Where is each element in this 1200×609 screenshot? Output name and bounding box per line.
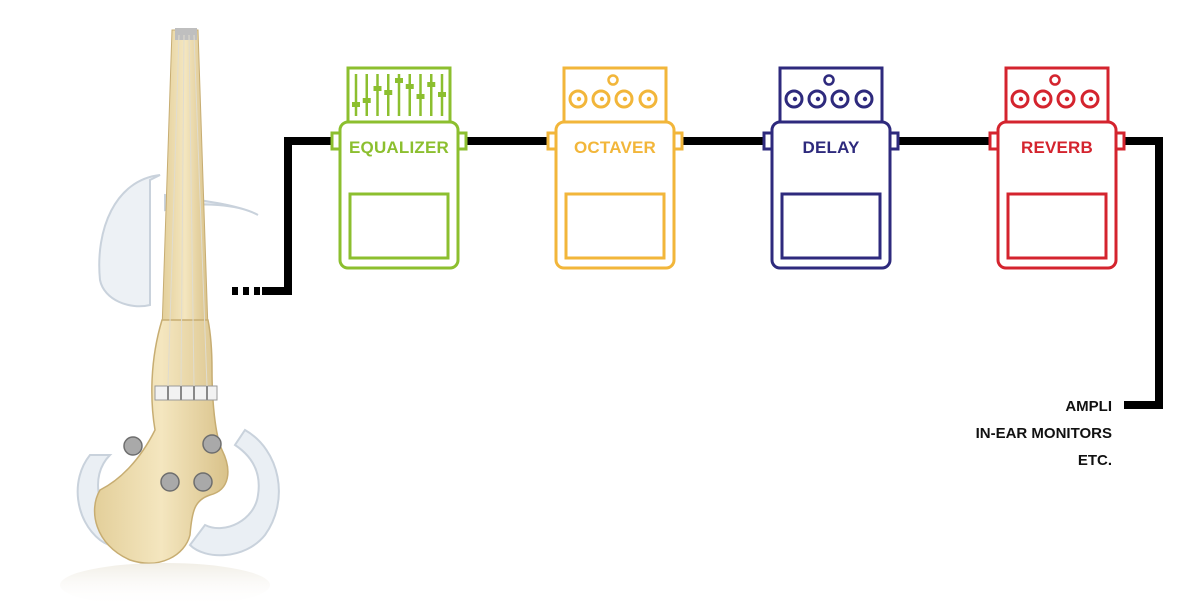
pedal-equalizer[interactable]: EQUALIZER xyxy=(330,66,468,270)
tuning-pegs xyxy=(123,434,222,492)
eq-slider-knob xyxy=(427,82,436,87)
pedal-reverb[interactable]: REVERB xyxy=(988,66,1126,270)
pedal-footswitch xyxy=(348,192,450,260)
output-label-in-ear-monitors: IN-EAR MONITORS xyxy=(976,425,1112,442)
output-label-ampli: AMPLI xyxy=(1065,398,1112,415)
output-label-etc: ETC. xyxy=(1078,452,1112,469)
pedal-label-reverb: REVERB xyxy=(1021,138,1093,157)
violin-neck xyxy=(161,29,209,331)
knob-icon xyxy=(614,89,634,109)
pedal-label-equalizer: EQUALIZER xyxy=(349,138,449,157)
led-icon xyxy=(607,74,619,86)
pedal-label-delay: DELAY xyxy=(802,138,860,157)
output-labels: AMPLI IN-EAR MONITORS ETC. xyxy=(976,398,1112,469)
knob-icon xyxy=(784,89,804,109)
led-icon xyxy=(823,74,835,86)
knob-icon xyxy=(591,89,611,109)
eq-slider-knob xyxy=(395,78,403,83)
cable-output xyxy=(1123,137,1163,409)
eq-slider-knob xyxy=(352,102,360,107)
eq-slider-knob xyxy=(362,98,371,103)
pedal-octaver[interactable]: OCTAVER xyxy=(546,66,684,270)
knob-icon xyxy=(568,89,588,109)
violin-body xyxy=(93,319,229,564)
knob-icon xyxy=(830,89,850,109)
pedal-footswitch xyxy=(564,192,666,260)
knob-icon xyxy=(807,89,827,109)
led-icon xyxy=(1049,74,1061,86)
knob-icon xyxy=(638,89,658,109)
violin-upper-frame xyxy=(98,174,161,308)
eq-slider-knob xyxy=(416,94,425,99)
pedal-delay[interactable]: DELAY xyxy=(762,66,900,270)
eq-slider-knob xyxy=(405,84,414,89)
eq-slider-knob xyxy=(438,92,446,97)
pedal-label-octaver: OCTAVER xyxy=(574,138,656,157)
knob-icon xyxy=(1010,89,1030,109)
signal-cables xyxy=(232,137,1163,409)
pedals-group: EQUALIZER OCTAVER DELAY REVERB xyxy=(330,66,1126,270)
pedal-footswitch xyxy=(780,192,882,260)
knob-icon xyxy=(1056,89,1076,109)
knob-icon xyxy=(1033,89,1053,109)
pedal-footswitch xyxy=(1006,192,1108,260)
electric-violin-image xyxy=(60,28,280,607)
cable-input xyxy=(262,137,335,295)
eq-slider-knob xyxy=(384,90,393,95)
knob-icon xyxy=(1080,89,1100,109)
knob-icon xyxy=(854,89,874,109)
eq-slider-knob xyxy=(373,86,382,91)
